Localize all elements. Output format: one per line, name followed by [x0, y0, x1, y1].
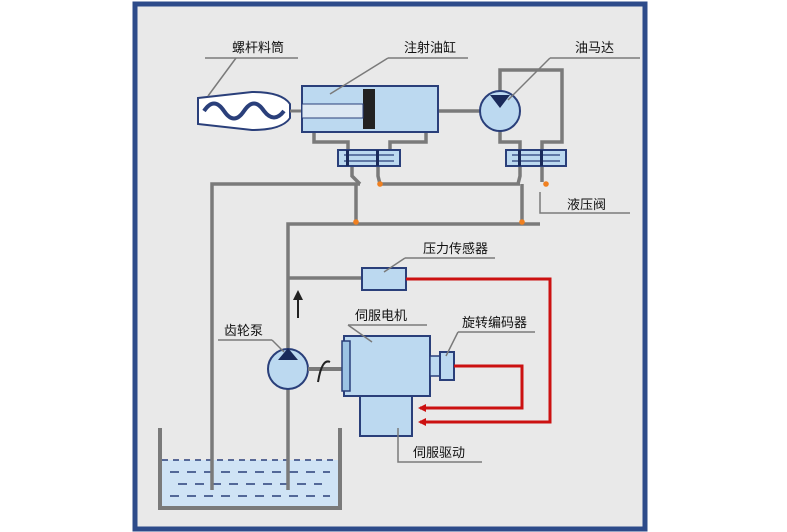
label-gear-pump: 齿轮泵: [224, 324, 263, 339]
hydraulic-valve-right: [505, 149, 567, 167]
label-hydraulic-motor: 油马达: [575, 41, 614, 56]
label-injection-cylinder: 注射油缸: [404, 40, 456, 56]
oil-tank: [158, 428, 342, 510]
servo-motor: [341, 335, 431, 397]
hydraulic-pipes: [210, 68, 564, 490]
label-screw-barrel: 螺杆料筒: [232, 40, 284, 56]
label-hydraulic-valve: 液压阀: [567, 198, 606, 213]
hydraulic-motor: [479, 90, 521, 132]
junction-dots: [353, 181, 549, 225]
label-rotary-encoder: 旋转编码器: [462, 316, 527, 331]
flow-arrow: [293, 290, 303, 318]
rotary-encoder: [429, 351, 455, 381]
screw-barrel: [197, 90, 302, 132]
leader-lines: [205, 57, 640, 463]
label-servo-drive: 伺服驱动: [413, 446, 465, 461]
label-pressure-sensor: 压力传感器: [423, 241, 488, 257]
injection-cylinder: [301, 85, 439, 133]
servo-drive: [359, 395, 413, 437]
signal-lines: [406, 277, 552, 426]
gear-pump: [267, 348, 344, 390]
valve-leader-line: [539, 192, 630, 214]
label-servo-motor: 伺服电机: [355, 309, 407, 324]
hydraulic-valve-left: [337, 149, 401, 167]
